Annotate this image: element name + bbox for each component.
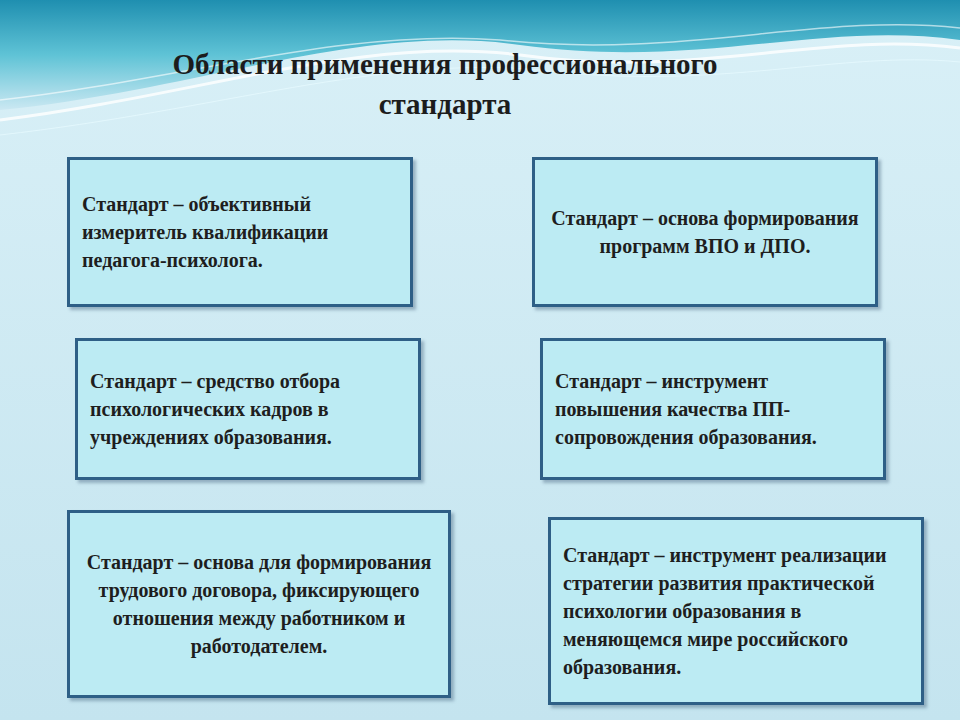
box-text: Стандарт – средство отбора психологическ… bbox=[90, 367, 406, 451]
process-box: Стандарт – инструмент реализации стратег… bbox=[548, 517, 924, 705]
box-text: Стандарт – основа для формирования трудо… bbox=[82, 548, 436, 660]
box-text: Стандарт – объективный измеритель квалиф… bbox=[82, 190, 398, 274]
box-text: Стандарт – инструмент повышения качества… bbox=[555, 367, 871, 451]
box-text: Стандарт – основа формирования программ … bbox=[547, 204, 863, 260]
process-box: Стандарт – инструмент повышения качества… bbox=[540, 338, 886, 480]
process-box: Стандарт – средство отбора психологическ… bbox=[75, 338, 421, 480]
process-box: Стандарт – основа формирования программ … bbox=[532, 157, 878, 307]
box-text: Стандарт – инструмент реализации стратег… bbox=[563, 541, 909, 681]
process-box: Стандарт – основа для формирования трудо… bbox=[67, 510, 451, 698]
slide-title: Области применения профессионального ста… bbox=[170, 44, 720, 124]
process-box: Стандарт – объективный измеритель квалиф… bbox=[67, 157, 413, 307]
